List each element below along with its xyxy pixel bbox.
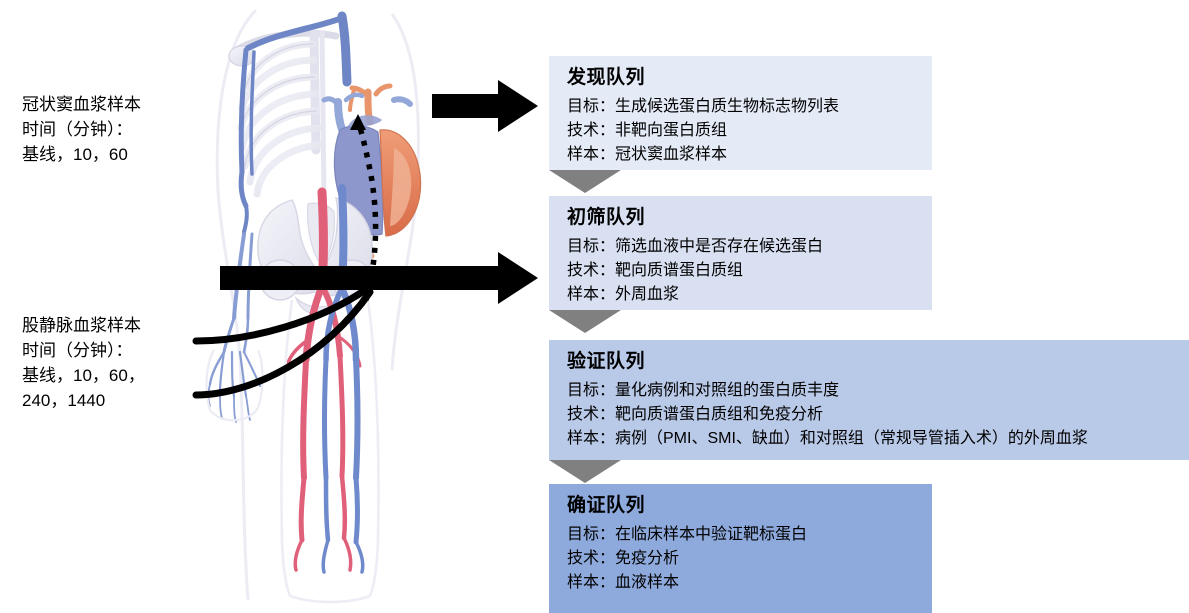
- connector-verification-to-validation: [549, 460, 621, 483]
- panel-verification-cohort[interactable]: 验证队列 目标：量化病例和对照组的蛋白质丰度 技术：靶向质谱蛋白质组和免疫分析 …: [549, 340, 1189, 460]
- panel-verification-sample: 样本：病例（PMI、SMI、缺血）和对照组（常规导管插入术）的外周血浆: [567, 430, 1088, 447]
- coronary-sinus-sample-label: 冠状窦血浆样本 时间（分钟）： 基线，10，60: [22, 95, 141, 164]
- connector-screening-to-verification: [549, 310, 621, 333]
- panel-validation-title: 确证队列: [567, 495, 646, 516]
- panel-validation-cohort[interactable]: 确证队列 目标：在临床样本中验证靶标蛋白 技术：免疫分析 样本：血液样本: [549, 484, 932, 613]
- panel-validation-sample: 样本：血液样本: [567, 574, 680, 591]
- panel-screening-cohort[interactable]: 初筛队列 目标：筛选血液中是否存在候选蛋白 技术：靶向质谱蛋白质组 样本：外周血…: [549, 196, 932, 310]
- panel-discovery-cohort[interactable]: 发现队列 目标：生成候选蛋白质生物标志物列表 技术：非靶向蛋白质组 样本：冠状窦…: [549, 56, 932, 170]
- panel-screening-technique: 技术：靶向质谱蛋白质组: [567, 262, 744, 279]
- panel-discovery-sample: 样本：冠状窦血浆样本: [567, 146, 728, 163]
- panel-screening-sample: 样本：外周血浆: [567, 286, 680, 303]
- panel-validation-technique: 技术：免疫分析: [567, 550, 680, 567]
- panel-screening-goal: 目标：筛选血液中是否存在候选蛋白: [567, 238, 824, 255]
- panel-discovery-goal: 目标：生成候选蛋白质生物标志物列表: [567, 98, 840, 115]
- panel-verification-goal: 目标：量化病例和对照组的蛋白质丰度: [567, 382, 840, 399]
- anatomy-illustration: [196, 0, 446, 613]
- femoral-vein-sample-label: 股静脉血浆样本 时间（分钟）： 基线，10，60， 240，1440: [22, 316, 145, 410]
- panel-screening-title: 初筛队列: [567, 207, 646, 228]
- arrow-to-screening-cohort: [220, 250, 540, 306]
- connector-discovery-to-screening: [549, 170, 621, 193]
- panel-verification-technique: 技术：靶向质谱蛋白质组和免疫分析: [567, 406, 824, 423]
- panel-validation-goal: 目标：在临床样本中验证靶标蛋白: [567, 526, 808, 543]
- arrow-to-discovery-cohort: [432, 78, 540, 134]
- panel-discovery-technique: 技术：非靶向蛋白质组: [567, 122, 728, 139]
- panel-discovery-title: 发现队列: [567, 67, 646, 88]
- panel-verification-title: 验证队列: [567, 351, 646, 372]
